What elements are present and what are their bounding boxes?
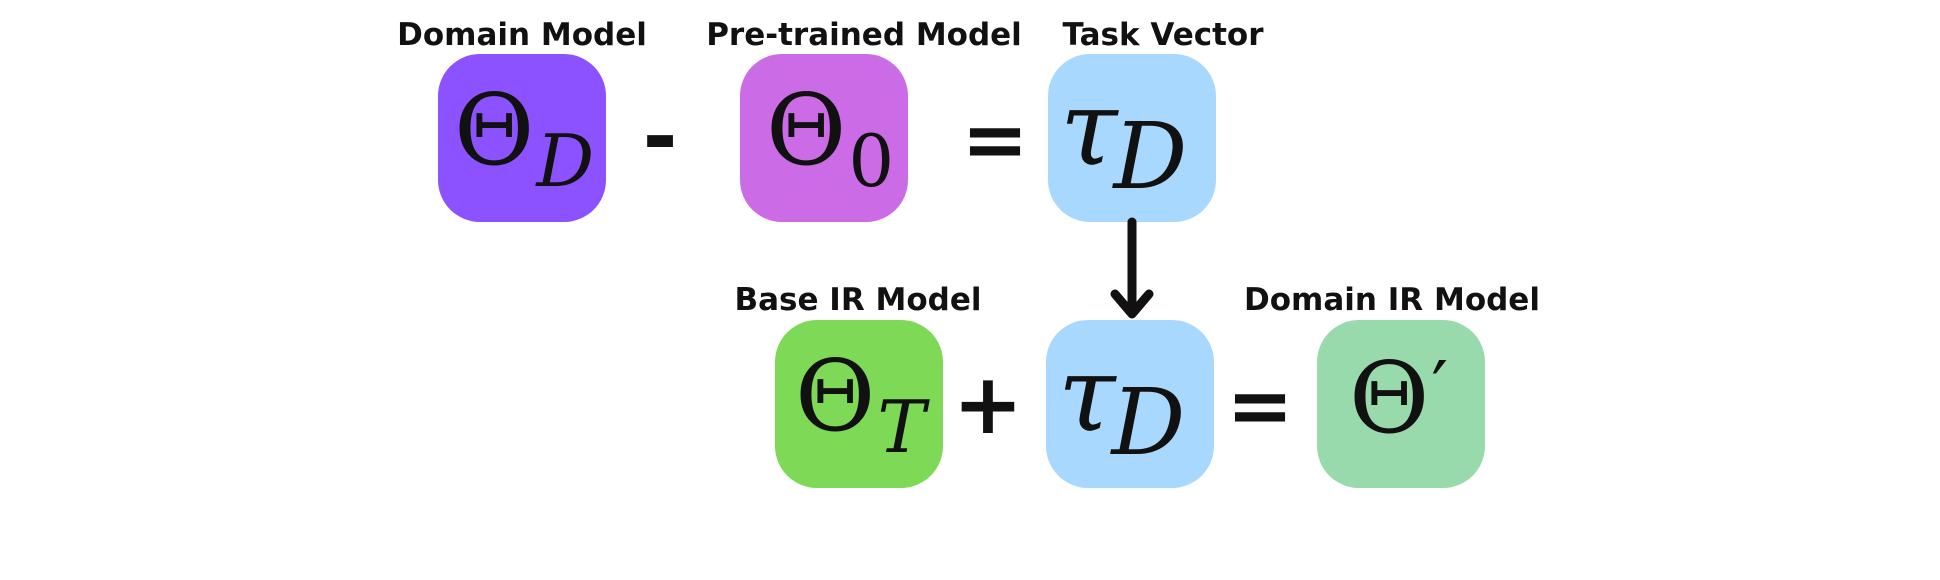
theta-t-symbol: ΘT [795, 348, 925, 463]
subscript-t: T [877, 385, 926, 469]
subscript-d: D [1111, 369, 1186, 476]
label-task-vector: Task Vector [1062, 17, 1264, 53]
tau-glyph: τ [1060, 67, 1118, 189]
theta-zero-symbol: Θ0 [766, 82, 894, 197]
tau-d-symbol: τD [1060, 76, 1187, 203]
label-base-ir-model: Base IR Model [734, 282, 982, 318]
theta-glyph: Θ [454, 74, 535, 188]
plus-operator: + [952, 355, 1024, 453]
domain-ir-model-box: Θ′ [1317, 320, 1485, 488]
task-vector-box-bottom: τD [1046, 320, 1214, 488]
label-domain-ir-model: Domain IR Model [1244, 282, 1540, 318]
subscript-zero: 0 [848, 119, 895, 203]
minus-operator: - [642, 87, 678, 185]
task-vector-box: τD [1048, 54, 1216, 222]
theta-d-symbol: ΘD [454, 82, 594, 197]
subscript-d: D [536, 119, 595, 203]
domain-model-box: ΘD [438, 54, 606, 222]
theta-glyph: Θ [795, 340, 876, 454]
equals-operator-bottom: = [1226, 359, 1294, 452]
label-domain-model: Domain Model [397, 17, 647, 53]
pretrained-model-box: Θ0 [740, 54, 908, 222]
equals-operator-top: = [961, 93, 1029, 186]
theta-glyph: Θ [1349, 342, 1430, 456]
base-ir-model-box: ΘT [775, 320, 943, 488]
tau-d-symbol: τD [1058, 342, 1185, 469]
tau-glyph: τ [1058, 333, 1116, 455]
prime-mark: ′ [1431, 346, 1449, 432]
theta-glyph: Θ [766, 74, 847, 188]
theta-prime-symbol: Θ′ [1349, 350, 1448, 448]
subscript-d: D [1113, 103, 1188, 210]
label-pretrained-model: Pre-trained Model [706, 17, 1022, 53]
